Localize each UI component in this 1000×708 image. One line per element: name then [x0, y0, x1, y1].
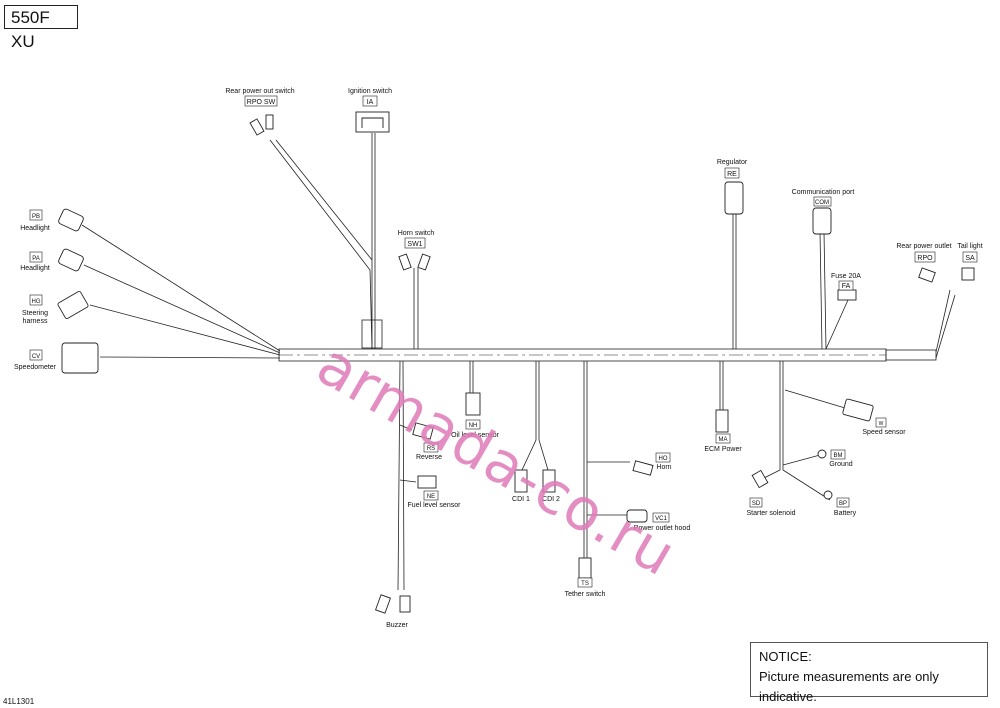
reverse-connector	[412, 422, 434, 440]
fuse-connector	[837, 289, 857, 301]
notice-text: Picture measurements are only indicative…	[759, 669, 939, 704]
speed-sensor-connector	[842, 398, 874, 422]
hg-name-2: harness	[23, 318, 48, 325]
diagram-title: 550F XU	[4, 5, 78, 51]
sw1-name: Horn switch	[398, 230, 435, 237]
figure-code: 41L1301	[3, 697, 35, 706]
ia-code: IA	[367, 99, 374, 106]
bm-code: BM	[834, 453, 843, 459]
w-name: Speed sensor	[862, 429, 906, 436]
rpo-sw-code: RPO SW	[247, 99, 276, 106]
battery-terminal	[823, 490, 833, 500]
regulator-connector	[724, 181, 744, 215]
pa-code: PA	[32, 256, 40, 262]
communication-port-connector	[812, 207, 832, 235]
cdi1-name: CDI 1	[512, 496, 530, 503]
nh-code: NH	[469, 423, 478, 429]
rpo-sw-name: Rear power out switch	[225, 88, 294, 95]
ho-code: HO	[659, 456, 668, 462]
vc1-code: VC1	[655, 516, 667, 522]
vc1-name: Power outlet hood	[634, 525, 691, 532]
rpo-sw-connector	[249, 118, 265, 136]
headlight-pa-connector	[58, 248, 84, 272]
oil-level-sensor-connector	[465, 392, 481, 416]
re-code: RE	[727, 171, 737, 178]
ne-name: Fuel level sensor	[408, 502, 462, 509]
tail-light-connector	[961, 267, 975, 281]
re-name: Regulator	[717, 159, 748, 166]
buzzer-connector-2	[399, 595, 411, 613]
rear-power-outlet-connector	[918, 267, 936, 283]
rs-name: Reverse	[416, 454, 442, 461]
cv-name: Speedometer	[14, 364, 57, 371]
fa-name: Fuse 20A	[831, 273, 861, 280]
ma-name: ECM Power	[704, 446, 742, 453]
power-outlet-hood-connector	[626, 509, 648, 523]
sd-code: SD	[752, 501, 761, 507]
rpo-sw-connector-2	[265, 114, 274, 130]
ia-name: Ignition switch	[348, 88, 392, 95]
com-name: Communication port	[792, 189, 855, 196]
hg-code: HG	[32, 299, 41, 305]
pb-code: PB	[32, 214, 40, 220]
ho-name: Horn	[656, 464, 671, 471]
sw1-code: SW1	[407, 241, 422, 248]
tether-switch-connector	[578, 557, 592, 579]
hg-name-1: Steering	[22, 310, 48, 317]
com-code: COM	[815, 200, 829, 206]
ground-terminal	[817, 449, 827, 459]
speedometer-connector	[61, 342, 99, 374]
notice-heading: NOTICE:	[759, 649, 812, 664]
pa-name: Headlight	[20, 265, 50, 272]
fa-code: FA	[842, 283, 851, 290]
bp-name: Battery	[834, 510, 857, 517]
headlight-pb-connector	[58, 208, 84, 232]
horn-connector	[632, 460, 654, 476]
sa-name: Tail light	[957, 243, 982, 250]
notice-box: NOTICE: Picture measurements are only in…	[750, 642, 988, 704]
pb-name: Headlight	[20, 225, 50, 232]
ecm-power-connector	[715, 409, 729, 433]
buzzer-connector	[374, 594, 392, 614]
fuel-level-sensor-connector	[417, 475, 437, 489]
ts-code: TS	[581, 581, 589, 587]
nh-name: Oil level sensor	[451, 432, 500, 439]
w-code: W	[879, 421, 884, 427]
horn-switch-connector	[398, 253, 412, 271]
bp-code: BP	[839, 501, 847, 507]
steering-harness-connector	[57, 290, 89, 320]
ne-code: NE	[427, 494, 435, 500]
ts-name: Tether switch	[565, 591, 606, 598]
cv-code: CV	[32, 354, 40, 360]
cdi2-connector	[542, 469, 556, 493]
cdi2-name: CDI 2	[542, 496, 560, 503]
ma-code: MA	[719, 437, 728, 443]
bm-name: Ground	[829, 461, 852, 468]
sd-name: Starter solenoid	[746, 510, 795, 517]
cdi1-connector	[514, 469, 528, 493]
rs-code: RS	[427, 446, 435, 452]
rpo-name: Rear power outlet	[896, 243, 951, 250]
sa-code: SA	[965, 255, 975, 262]
horn-switch-connector-2	[417, 253, 431, 271]
starter-solenoid-connector	[751, 469, 769, 489]
buzzer-name: Buzzer	[386, 622, 408, 629]
rpo-code: RPO	[917, 255, 933, 262]
